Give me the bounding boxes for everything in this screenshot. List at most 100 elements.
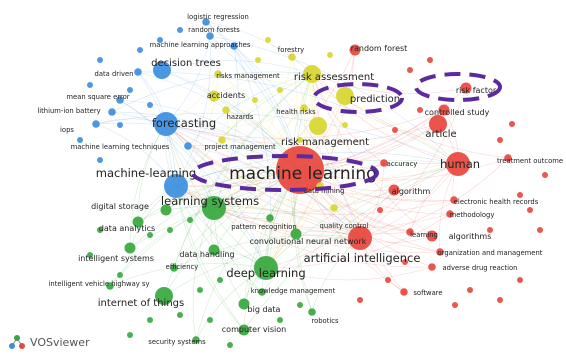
node-knowledge-management[interactable] xyxy=(258,288,266,296)
node-adverse-drug-reaction[interactable] xyxy=(428,263,436,271)
minor-node xyxy=(217,277,223,283)
node-artificial-intelligence[interactable] xyxy=(348,226,372,250)
node-quality-control[interactable] xyxy=(330,204,338,212)
edge xyxy=(213,207,433,268)
node-label-organization-and-management: organization and management xyxy=(438,249,543,257)
node-label-pattern-recognition: pattern recognition xyxy=(231,223,296,231)
node-project-management[interactable] xyxy=(218,136,226,144)
node-label-treatment-outcome: treatment outcome xyxy=(497,157,563,165)
node-lithium-ion-battery[interactable] xyxy=(108,108,116,116)
minor-node xyxy=(167,227,173,233)
node-random-forest[interactable] xyxy=(349,44,361,56)
node-pattern-recognition[interactable] xyxy=(266,214,274,222)
node-layer xyxy=(92,18,512,344)
node-label-controlled-study: controlled study xyxy=(425,108,490,117)
node-accuracy[interactable] xyxy=(380,159,388,167)
node-efficiency[interactable] xyxy=(170,264,178,272)
node-internet-of-things[interactable] xyxy=(155,287,173,305)
node-security-systems[interactable] xyxy=(192,336,200,344)
node-algorithm[interactable] xyxy=(388,184,400,196)
node-forecasting[interactable] xyxy=(154,112,178,136)
node-risk-assessment[interactable] xyxy=(303,65,321,83)
edge xyxy=(265,266,433,281)
minor-node xyxy=(187,217,193,223)
node-human[interactable] xyxy=(446,152,470,176)
node-treatment-outcome[interactable] xyxy=(504,154,512,162)
node-electronic-health-records[interactable] xyxy=(450,196,458,204)
node-mean-square-error[interactable] xyxy=(116,96,124,104)
edge xyxy=(165,123,441,253)
node-big-data[interactable] xyxy=(238,298,250,310)
minor-node xyxy=(97,57,103,63)
node-intelligent-vehicle-highway-systems[interactable] xyxy=(106,282,114,290)
node-label-project-management: project management xyxy=(204,143,276,151)
node-methodology[interactable] xyxy=(446,210,454,218)
node-prediction[interactable] xyxy=(336,87,354,105)
edge xyxy=(137,71,459,165)
edge xyxy=(165,107,305,129)
node-machine-learning-techniques[interactable] xyxy=(184,142,192,150)
minor-node xyxy=(97,157,103,163)
node-random-forests[interactable] xyxy=(206,32,214,40)
edge xyxy=(163,237,361,297)
node-robotics[interactable] xyxy=(308,308,316,316)
node-risk-factor[interactable] xyxy=(460,82,472,94)
node-decision-trees[interactable] xyxy=(153,61,171,79)
node-data-driven[interactable] xyxy=(134,68,142,76)
node-logistic-regression[interactable] xyxy=(202,18,210,26)
minor-node xyxy=(297,302,303,308)
edge xyxy=(303,107,459,165)
node-label-data-handling: data handling xyxy=(179,250,234,259)
node-label-machine-learning-blue: machine-learning xyxy=(96,166,197,180)
node-article[interactable] xyxy=(429,115,447,133)
edge xyxy=(175,185,411,235)
edge xyxy=(175,185,267,269)
node-organization-and-management[interactable] xyxy=(436,248,444,256)
node-health-risks[interactable] xyxy=(300,104,308,112)
node-machine-learning-approaches[interactable] xyxy=(230,42,238,50)
edge xyxy=(205,21,313,75)
node-controlled-study[interactable] xyxy=(438,104,450,116)
node-forestry[interactable] xyxy=(288,53,296,61)
node-label-decision-trees: decision trees xyxy=(151,58,221,69)
minor-node xyxy=(147,232,153,238)
node-digital-storage[interactable] xyxy=(160,204,172,216)
node-machine-learning-blue[interactable] xyxy=(164,174,188,198)
node-accidents[interactable] xyxy=(208,90,220,102)
minor-node xyxy=(342,122,348,128)
node-convolutional-neural-network[interactable] xyxy=(290,228,302,240)
edge xyxy=(333,163,459,209)
node-label-risk-factor: risk factor xyxy=(456,86,497,95)
minor-node xyxy=(87,252,93,258)
edge xyxy=(213,56,293,209)
node-label-digital-storage: digital storage xyxy=(91,202,149,211)
node-label-algorithm: algorithm xyxy=(392,187,431,196)
node-learning-systems[interactable] xyxy=(202,196,226,220)
node-intelligent-systems[interactable] xyxy=(124,242,136,254)
node-learning[interactable] xyxy=(406,228,414,236)
edge xyxy=(192,207,215,341)
vosviewer-logo[interactable]: VOSviewer xyxy=(8,334,90,350)
node-risk-management[interactable] xyxy=(309,117,327,135)
node-label-data-analytics: data analytics xyxy=(99,224,155,233)
node-risks-management[interactable] xyxy=(214,70,222,78)
vosviewer-logo-icon xyxy=(9,335,25,349)
edge xyxy=(311,237,361,313)
node-label-big-data: big data xyxy=(248,305,281,314)
minor-node xyxy=(327,52,333,58)
node-software[interactable] xyxy=(400,288,408,296)
minor-node xyxy=(392,127,398,133)
minor-node xyxy=(497,137,503,143)
edge xyxy=(225,109,267,269)
node-iops[interactable] xyxy=(92,120,100,128)
node-algorithms[interactable] xyxy=(426,230,438,242)
node-deep-learning[interactable] xyxy=(254,256,278,280)
edge xyxy=(165,123,335,209)
highlight-ellipse xyxy=(414,72,502,102)
minor-node xyxy=(517,192,523,198)
node-hazards[interactable] xyxy=(222,106,230,114)
edge xyxy=(311,73,385,164)
node-data-analytics[interactable] xyxy=(132,216,144,228)
node-computer-vision[interactable] xyxy=(238,324,250,336)
node-data-handling[interactable] xyxy=(208,244,220,256)
